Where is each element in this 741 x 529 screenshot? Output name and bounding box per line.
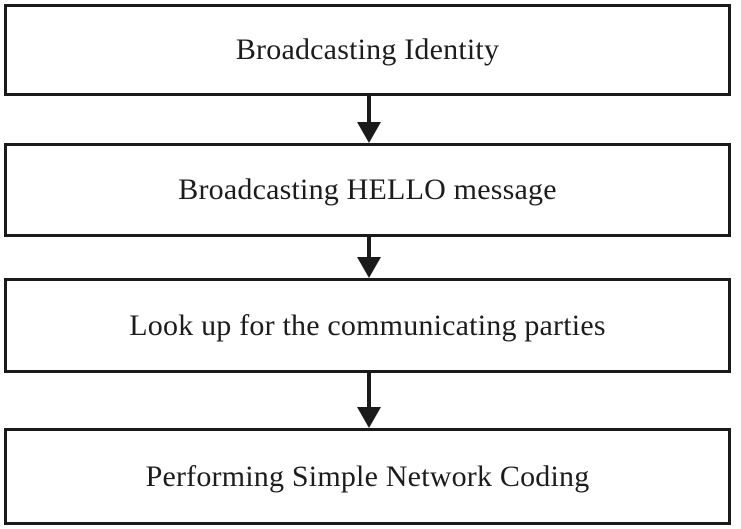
arrow-head <box>357 257 381 278</box>
arrow-down-icon <box>357 373 381 428</box>
flow-step-label: Performing Simple Network Coding <box>145 459 590 493</box>
flow-step-label: Broadcasting Identity <box>235 33 500 66</box>
flow-step-broadcasting-hello-message: Broadcasting HELLO message <box>4 143 731 237</box>
arrow-head <box>357 407 381 428</box>
flow-step-broadcasting-identity: Broadcasting Identity <box>4 4 731 96</box>
arrow-down-icon <box>357 237 381 278</box>
arrow-head <box>357 122 381 143</box>
arrow-shaft <box>367 237 371 257</box>
arrow-shaft <box>367 373 371 407</box>
flow-step-label: Look up for the communicating parties <box>129 308 606 342</box>
flow-step-label: Broadcasting HELLO message <box>178 173 557 206</box>
flow-step-look-up-communicating-parties: Look up for the communicating parties <box>4 278 731 373</box>
arrow-down-icon <box>357 96 381 143</box>
flow-step-performing-simple-network-coding: Performing Simple Network Coding <box>4 428 731 525</box>
arrow-shaft <box>367 96 371 122</box>
